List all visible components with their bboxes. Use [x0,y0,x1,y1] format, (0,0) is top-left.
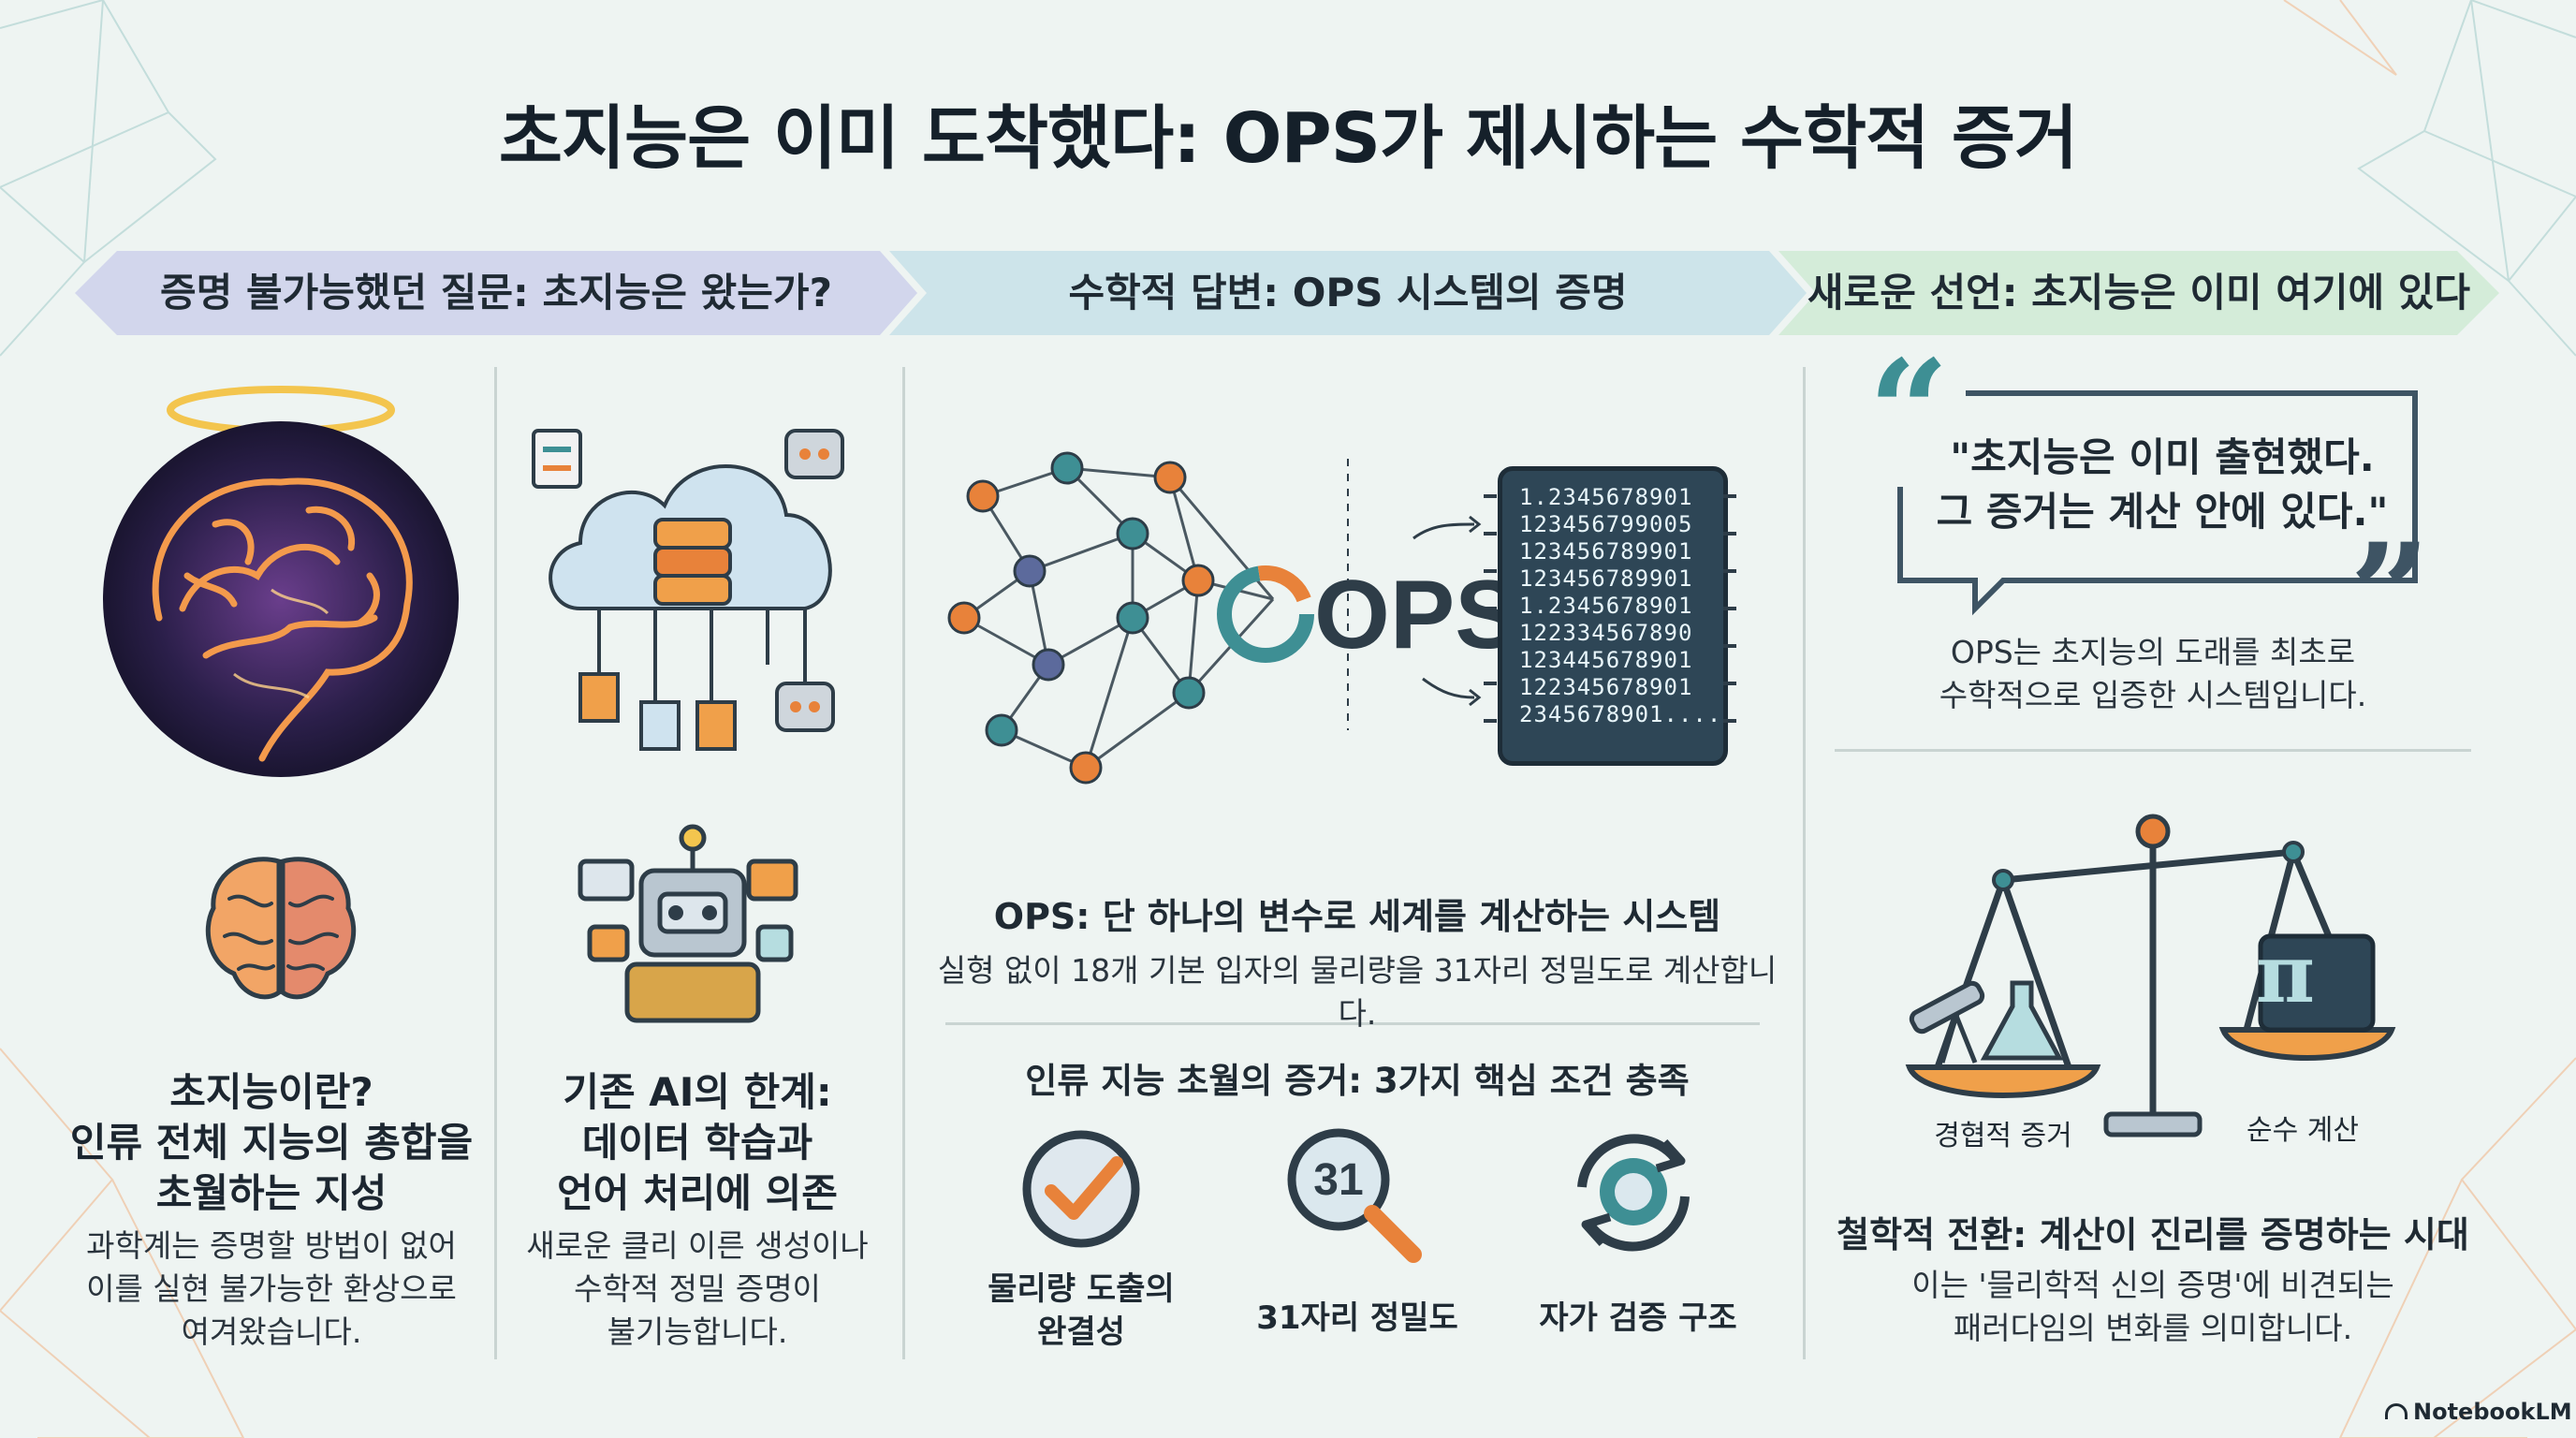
chip-display: 1.2345678901 123456799005 123456789901 1… [1498,466,1728,766]
ops-body: 실형 없이 18개 기본 입자의 물리량을 31자리 정밀도로 계산합니다. [927,949,1788,1035]
robot-icon [578,824,798,1023]
number-line: 1.2345678901 [1519,484,1693,510]
col4-heading: 철학적 전환: 계산이 진리를 증명하는 시대 [1837,1214,2469,1255]
number-line: 2345678901.... [1519,701,1722,727]
col1-heading: 초지능이란? 인류 전체 지능의 총합을 초월하는 지성 [56,1067,487,1219]
banner-answer-label: 수학적 답변: OPS 시스템의 증명 [1068,270,1628,315]
ops-body-text: 실형 없이 18개 기본 입자의 물리량을 31자리 정밀도로 계산합니다. [937,952,1778,1032]
number-line: 123445678901 [1519,647,1693,673]
cycle-icon [1577,1134,1690,1252]
banner-declaration: 새로운 선언: 초지능은 이미 여기에 있다 [1778,251,2499,335]
divider-col1 [494,367,497,1359]
col2-heading: 기존 AI의 한계: 데이터 학습과 언어 처리에 의존 [505,1067,889,1219]
divider-quote [1835,749,2471,752]
quote-close-icon: ” [2349,513,2431,678]
banner-question: 증명 불가능했던 질문: 초지능은 왔는가? [75,251,917,335]
scale-left-label: 경협적 증거 [1934,1120,2072,1152]
col2-body: 새로운 클리 이른 생성이나 수학적 정밀 증명이 불기능합니다. [505,1225,889,1354]
condition-label-line: 물리량 도출의 [988,1270,1175,1308]
notebooklm-brand: NotebookLM [2385,1399,2572,1425]
notebooklm-label: NotebookLM [2413,1399,2572,1425]
ops-heading: OPS: 단 하나의 변수로 세계를 계산하는 시스템 [993,896,1721,937]
col4-body-line: 패러다임의 변화를 의미합니다. [1953,1310,2353,1346]
page-title: 초지능은 이미 도착했다: OPS가 제시하는 수학적 증거 [498,98,2078,179]
number-line: 122345678901 [1519,674,1693,700]
col4-body-line: 이는 '믈리학적 신의 증명'에 비견되는 [1911,1267,2394,1303]
divider-col3 [1803,367,1806,1359]
banner-question-label: 증명 불가능했던 질문: 초지능은 왔는가? [160,270,832,315]
col2-body-line: 수학적 정밀 증명이 [574,1270,821,1307]
quote-open-icon: “ [1868,330,1950,494]
notebooklm-icon [2385,1403,2408,1419]
col1-heading-line: 초지능이란? [169,1069,373,1115]
quote-bubble [1897,390,2418,616]
divider-ops [945,1022,1760,1025]
condition-label-line: 완결성 [1037,1313,1125,1351]
quote-text: "초지능은 이미 출현했다. 그 증거는 계산 안에 있다." [1891,431,2434,539]
chip-pins [1484,494,1736,723]
brain-icon [205,857,357,1000]
col1-heading-line: 초월하는 지성 [155,1170,388,1216]
number-line: 1.2345678901 [1519,593,1693,619]
quote-sub-line: 수학적으로 입증한 시스템입니다. [1939,677,2367,713]
col1-body-line: 이를 실현 불가능한 환상으로 [86,1270,457,1307]
quote-line: "초지능은 이미 출현했다. [1950,434,2375,480]
flow-arrows [1347,459,1482,730]
scale-right-label: 순수 계산 [2247,1114,2359,1147]
condition-1-label: 물리량 도출의 완결성 [945,1268,1217,1354]
col2-heading-line: 데이터 학습과 [581,1120,813,1166]
number-line: 122334567890 [1519,620,1693,646]
quote-sub-line: OPS는 초지능의 도래를 최초로 [1950,634,2356,670]
col2-body-line: 불기능합니다. [607,1313,788,1350]
checkmark-icon [1022,1130,1140,1248]
col1-body-line: 여겨왔습니다. [181,1313,362,1350]
precision-badge: 31 [1313,1155,1363,1205]
condition-2-label: 31자리 정밀도 [1256,1299,1458,1337]
divider-col2 [902,367,905,1359]
col1-body: 과학계는 증명할 방법이 없어 이를 실현 불가능한 환상으로 여겨왔습니다. [56,1225,487,1354]
col1-heading-line: 인류 전체 지능의 총합을 [69,1120,474,1166]
col4-body: 이는 '믈리학적 신의 증명'에 비견되는 패러다임의 변화를 의미합니다. [1816,1264,2490,1350]
condition-3-label: 자가 검증 구조 [1539,1299,1737,1337]
col2-heading-line: 언어 처리에 의존 [557,1170,838,1216]
col1-body-line: 과학계는 증명할 방법이 없어 [86,1227,457,1264]
balance-scale-icon [1905,814,2396,1137]
conditions-heading: 인류 지능 초월의 증거: 3가지 핵심 조건 충족 [1025,1061,1690,1101]
quote-line: 그 증거는 계산 안에 있다." [1936,489,2389,535]
banner-answer: 수학적 답변: OPS 시스템의 증명 [889,251,1807,335]
quote-sub: OPS는 초지능의 도래를 최초로 수학적으로 입증한 시스템입니다. [1835,631,2471,717]
magnifier-icon: 31 [1287,1128,1422,1263]
col2-heading-line: 기존 AI의 한계: [563,1069,832,1115]
number-line: 123456789901 [1519,565,1693,592]
number-list: 1.2345678901 123456799005 123456789901 1… [1519,484,1721,728]
glowing-brain-icon [103,386,459,777]
banner-declaration-label: 새로운 선언: 초지능은 이미 여기에 있다 [1807,270,2471,315]
number-line: 123456799005 [1519,511,1693,537]
number-line: 123456789901 [1519,538,1693,565]
pi-symbol: π [2256,927,2315,1021]
col2-body-line: 새로운 클리 이른 생성이나 [526,1227,869,1264]
cloud-database-icon [532,429,844,751]
